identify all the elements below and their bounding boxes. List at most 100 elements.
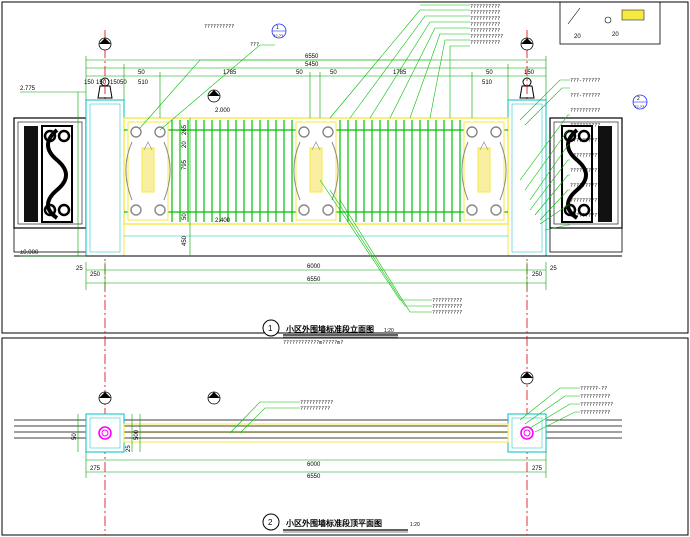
elevation-number: 1 — [268, 324, 273, 333]
note-line: ?????????? — [470, 40, 500, 46]
note-line: ??????????? — [580, 402, 613, 408]
notes-top-right: ????????????????????????????????????????… — [470, 4, 503, 46]
dim-left-150-c: 150 — [110, 80, 121, 86]
marker-plan-left — [98, 391, 112, 405]
note-line: ?????????? — [570, 168, 600, 174]
dim-left-50: 50 — [120, 80, 127, 86]
note-line: ?????????? — [570, 138, 600, 144]
dim-510-left: 510 — [138, 80, 149, 86]
plan-dim-500: 500 — [134, 429, 140, 440]
notes-right-side: ???-?????? ???-??????????????????????????… — [570, 78, 600, 219]
dim-left-150-b: 150 — [96, 80, 107, 86]
note-line: ??????????? — [300, 400, 333, 406]
elev-2000: 2.000 — [215, 108, 231, 114]
callout-2-bottom: ??-?? — [634, 104, 645, 109]
plan-dim-50: 50 — [72, 433, 78, 440]
elevation-scale: 1:20 — [384, 328, 394, 334]
dim-50-b: 50 — [296, 70, 303, 76]
dim-bottom-25-left: 25 — [76, 266, 83, 272]
dim-top-inner: 5450 — [305, 62, 319, 68]
detail-box: 20 20 — [559, 1, 661, 45]
notes-plan-center: ????????????????????? — [300, 400, 333, 412]
dim-right-150: 150 — [524, 70, 535, 76]
bottom-dimensions — [85, 262, 547, 290]
marker-plan-right — [520, 371, 534, 385]
note-line: ?????????? — [300, 406, 330, 412]
plan-dim-275-right: 275 — [532, 466, 543, 472]
plan-dim-6550: 6550 — [307, 474, 321, 480]
plan-scale: 1:20 — [410, 522, 420, 528]
note-line: ???-?????? — [570, 93, 600, 99]
leader-center-label: ??? — [250, 42, 259, 48]
note-line: ?????????? — [570, 213, 600, 219]
elev-2400: 2.400 — [215, 218, 231, 224]
marker-elev-mid — [207, 89, 221, 103]
dim-bottom-250-left: 250 — [90, 272, 101, 278]
callout-1-bottom: ??-?? — [273, 33, 284, 38]
dim-v-20: 20 — [182, 141, 188, 148]
note-line: ?????????? — [570, 123, 600, 129]
dim-1785-left: 1785 — [223, 70, 237, 76]
notes-plan-right: ??????-????????????????????????????????? — [580, 386, 613, 416]
note-line: ?????????? — [470, 16, 500, 22]
note-line: ?????????? — [580, 394, 610, 400]
level-bottom: ±0.000 — [20, 250, 39, 256]
right-iron-panel — [549, 117, 623, 253]
fence-panel — [123, 117, 509, 257]
fence-medallion — [293, 121, 339, 221]
note-line: ?????????? — [570, 198, 600, 204]
note-line: ?????????? — [570, 108, 600, 114]
plan-dim-275-left: 275 — [90, 466, 101, 472]
dim-v-265: 265 — [182, 124, 188, 135]
dim-bottom-25-right: 25 — [550, 266, 557, 272]
note-line: ?????????? — [432, 298, 462, 304]
elevation-title: 小区外围墙标准段立面图 — [285, 324, 374, 334]
detail-bubble-right — [632, 94, 648, 110]
note-line: ?????????? — [470, 22, 500, 28]
leader-lines — [139, 4, 570, 313]
dim-v-795: 795 — [182, 159, 188, 170]
dim-bottom-6550: 6550 — [307, 277, 321, 283]
leader-left-label: ?????????? — [204, 24, 234, 30]
plan-view — [14, 387, 622, 478]
detail-bubble-left — [271, 23, 287, 39]
elevation-title-block — [262, 319, 398, 338]
dim-left-150-a: 150 — [84, 80, 95, 86]
note-line: ?????????? — [470, 10, 500, 16]
marker-elev-right — [520, 37, 534, 51]
fence-medallion — [461, 121, 507, 221]
note-line: ???-?????? — [570, 78, 600, 84]
note-line: ?????????? — [432, 304, 462, 310]
note-line: ?????????? — [432, 310, 462, 316]
dim-v-50: 50 — [182, 213, 188, 220]
dim-50-c: 50 — [330, 70, 337, 76]
dim-510-right: 510 — [482, 80, 493, 86]
callout-2-top: 2 — [637, 96, 640, 102]
dim-top-total: 6550 — [305, 54, 319, 60]
dim-v-450: 450 — [182, 235, 188, 246]
callout-1-top: 1 — [276, 25, 279, 31]
svg-text:20: 20 — [612, 32, 619, 38]
level-top: 2.775 — [20, 86, 36, 92]
dim-50-a: 50 — [138, 70, 145, 76]
plan-title: 小区外围墙标准段顶平面图 — [285, 518, 382, 528]
plan-title-block — [262, 513, 408, 533]
note-line: ??????-?? — [580, 386, 607, 392]
note-line: ?????????? — [570, 183, 600, 189]
dim-1785-right: 1785 — [393, 70, 407, 76]
plan-frame — [1, 337, 689, 536]
svg-text:20: 20 — [574, 34, 581, 40]
note-line: ?????????? — [470, 28, 500, 34]
left-pillar — [85, 77, 125, 257]
section-markers — [98, 37, 534, 405]
left-iron-panel — [13, 117, 87, 253]
marker-plan-mid — [207, 391, 221, 405]
note-line: ??????????? — [470, 34, 503, 40]
elevation-note: ????????????m?????m? — [283, 340, 343, 346]
plan-dim-25: 25 — [126, 445, 132, 452]
notes-bottom-center: ?????????????????????????????? — [432, 298, 462, 316]
dim-bottom-6000: 6000 — [307, 264, 321, 270]
note-line: ?????????? — [580, 410, 610, 416]
